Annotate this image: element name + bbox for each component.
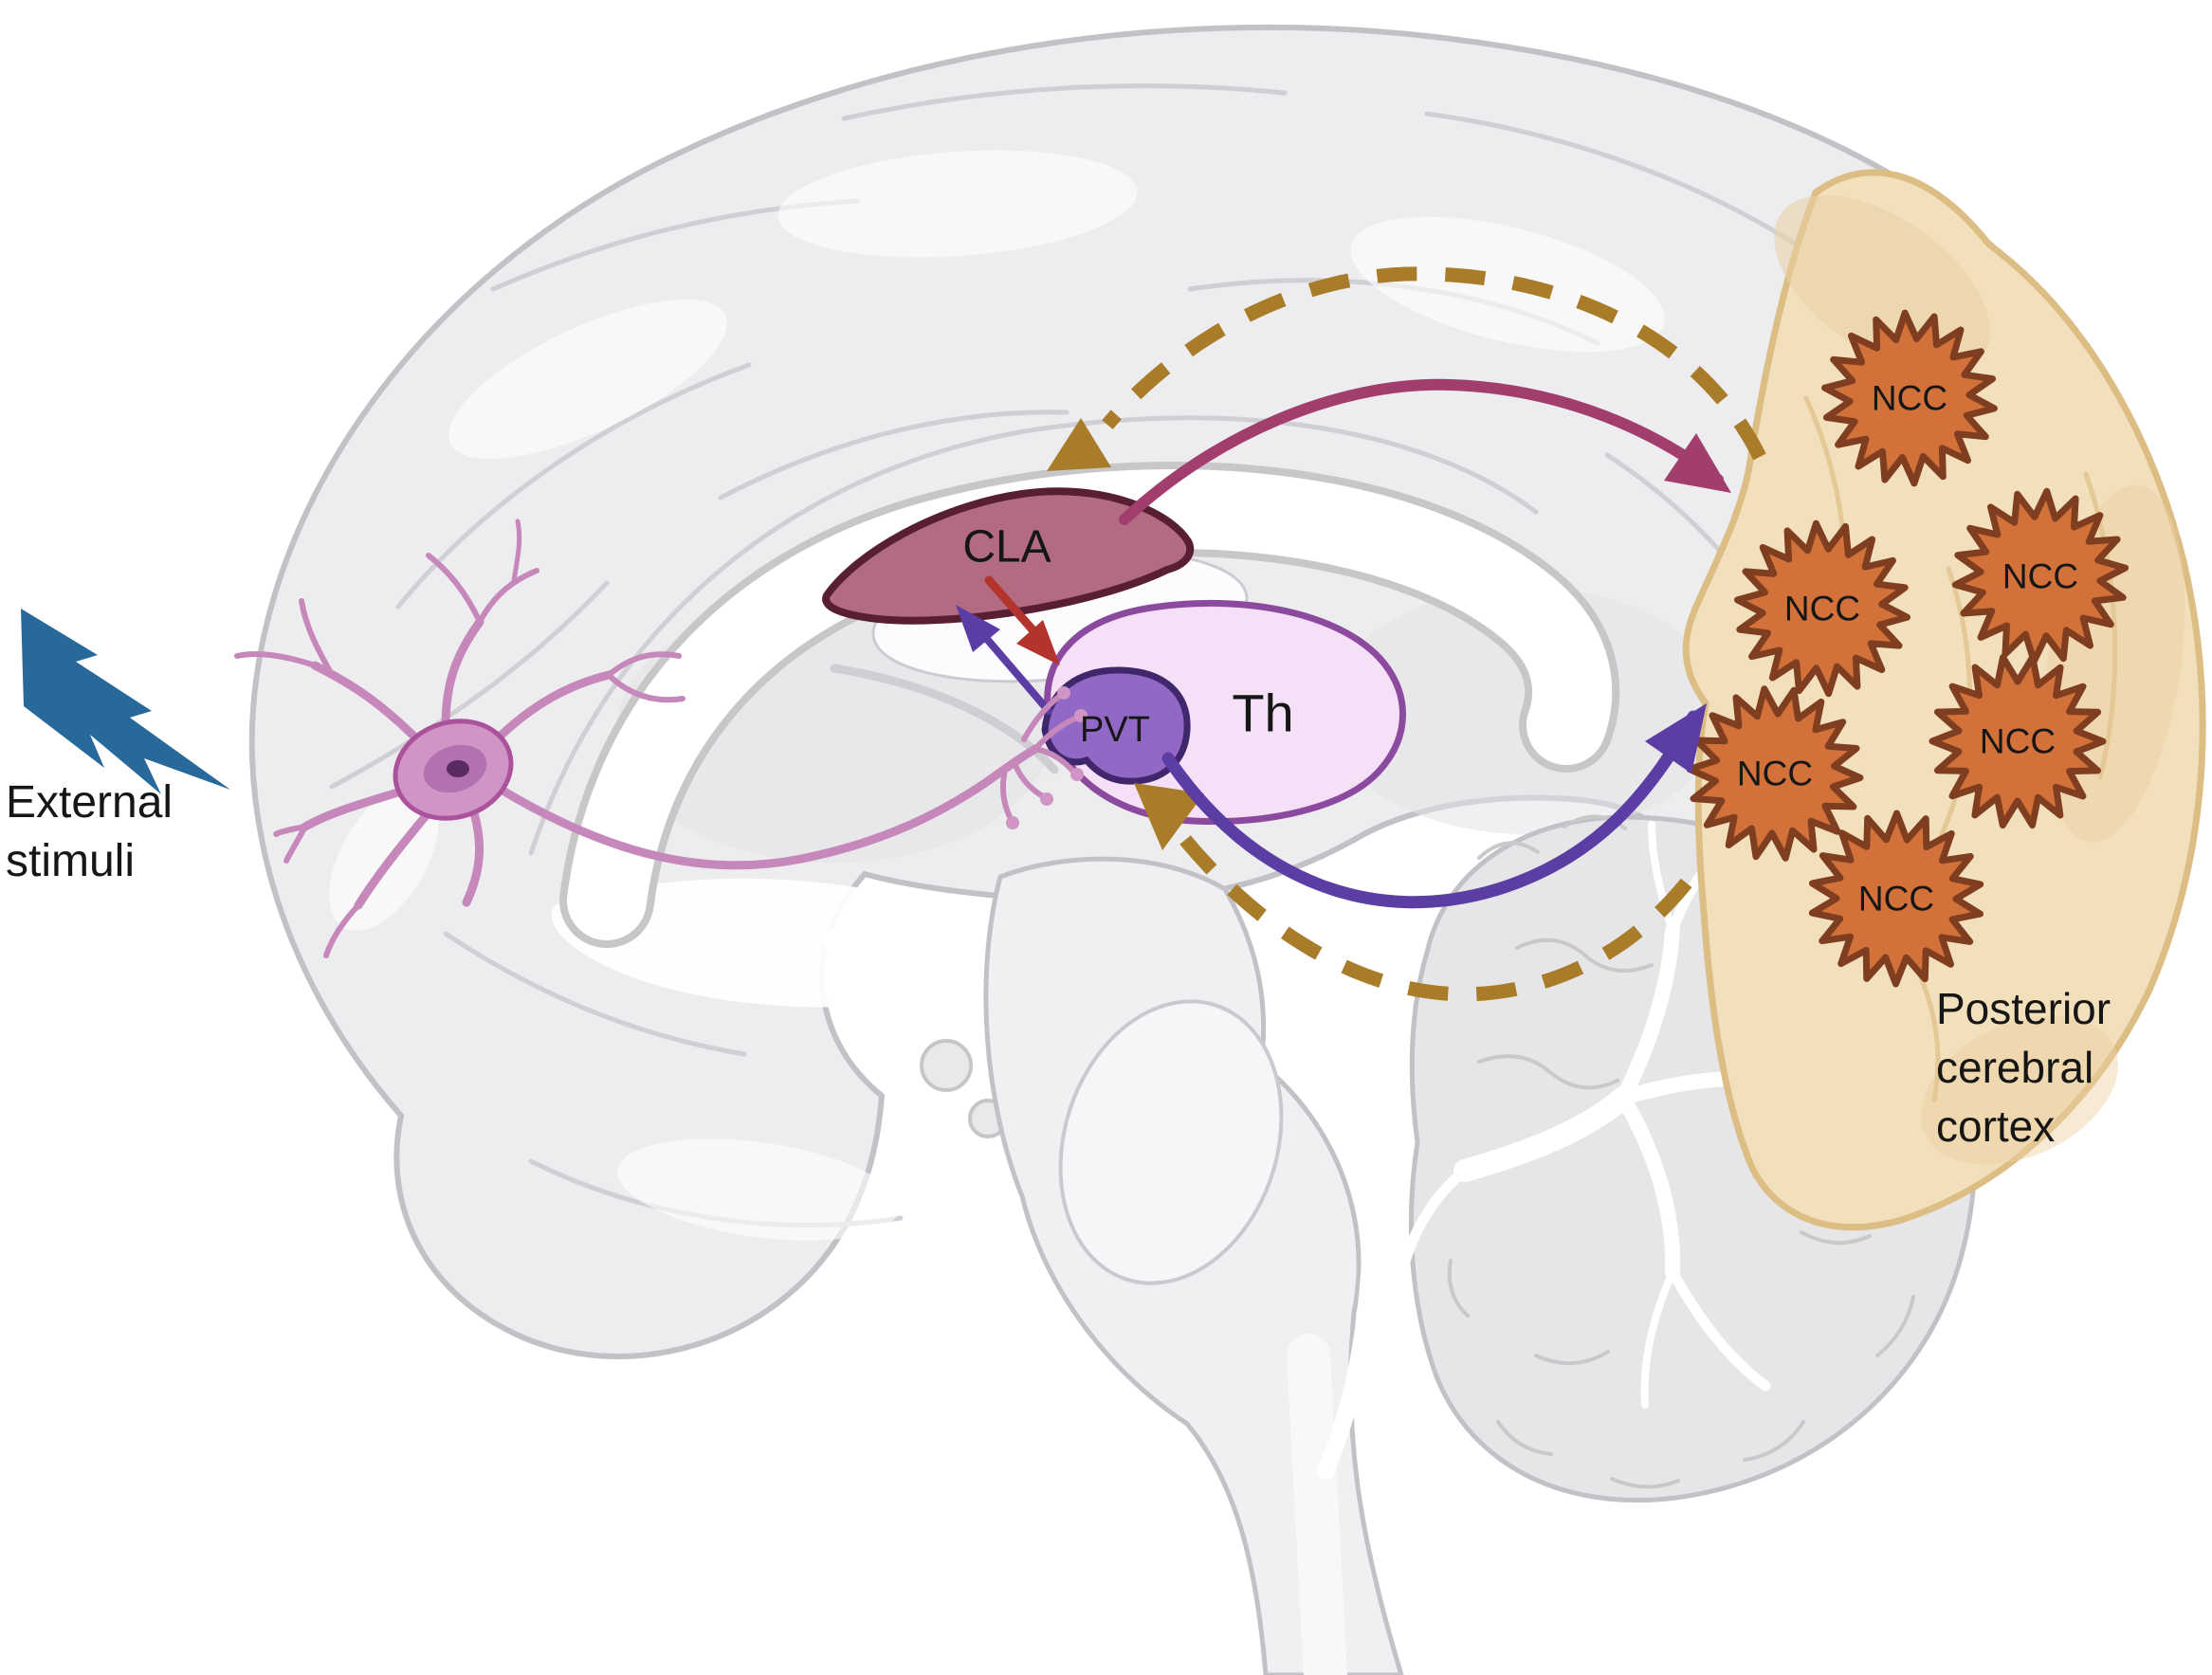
cla-region [822, 487, 1195, 625]
fourth-ventricle [1317, 939, 1380, 1480]
pvt-region [1041, 666, 1191, 785]
ncc-label: NCC [1858, 880, 1934, 919]
pons [1058, 999, 1284, 1285]
ncc-label: NCC [1980, 722, 2056, 761]
pvt-label: PVT [1080, 710, 1150, 750]
ncc-starburst: NCC [1808, 810, 1984, 988]
lightning-bolt-icon [21, 609, 230, 794]
ncc-starburst: NCC [1929, 653, 2107, 829]
cla-label: CLA [962, 522, 1051, 573]
ncc-starburst: NCC [1821, 309, 1998, 487]
ncc-label: NCC [1872, 379, 1947, 418]
cerebellum-folia [1447, 814, 1929, 1489]
posterior-cortex-label-line1: Posterior [1936, 984, 2111, 1033]
arrowhead [1047, 418, 1111, 471]
posterior-cortex-label-line2: cerebral [1936, 1043, 2093, 1092]
ncc-starburst-shape [1734, 519, 1910, 698]
arrow-pvt-to-cortex [1161, 703, 1707, 909]
neuron [234, 519, 1088, 958]
arrow-cla-to-cortex [1119, 378, 1731, 525]
medulla-highlight [1287, 1334, 1347, 1675]
arrowhead [1016, 620, 1060, 665]
ncc-starburst-shape [1929, 653, 2107, 829]
thalamus-label: Th [1232, 683, 1293, 743]
neuron-nucleolus [447, 760, 469, 777]
posterior-cortex-label-line3: cortex [1936, 1101, 2055, 1151]
ncc-label: NCC [1737, 755, 1813, 793]
external-stimuli-label-line2: stimuli [6, 836, 135, 886]
ncc-layer: NCC NCC NCC NCC NCC NCC [1686, 309, 2130, 988]
ncc-label: NCC [1784, 590, 1860, 628]
ncc-starburst: NCC [1686, 685, 1864, 862]
arrow-cortex-to-pvt [1134, 783, 1706, 1002]
ncc-label: NCC [2002, 557, 2078, 596]
mammillary-knob [920, 1039, 973, 1092]
ncc-starburst-shape [1951, 487, 2130, 665]
posterior-cortex-region [1682, 169, 2206, 1231]
ncc-starburst-shape [1821, 309, 1998, 487]
neuron-axon [500, 744, 1040, 870]
fissure-below-thalamus [551, 878, 1008, 1417]
arrow-cortex-to-cla [1047, 266, 1766, 471]
brainstem [983, 856, 1404, 1675]
arrowhead [1664, 433, 1731, 493]
arrowhead [1134, 783, 1204, 850]
arrowhead [956, 605, 1000, 652]
ncc-starburst: NCC [1951, 487, 2130, 665]
arrow-cla-to-thalamus [984, 575, 1060, 665]
ncc-starburst-shape [1808, 810, 1984, 988]
arrowhead [1645, 703, 1707, 774]
axon-terminal-boutons [1006, 686, 1088, 829]
ncc-starburst: NCC [1734, 519, 1910, 698]
gyri-highlights [329, 150, 1665, 1241]
axon-terminals [1000, 693, 1080, 822]
neuron-dendrites [234, 519, 686, 958]
arrow-pvt-to-cla [956, 605, 1052, 715]
external-stimuli-label-line1: External [6, 777, 173, 828]
